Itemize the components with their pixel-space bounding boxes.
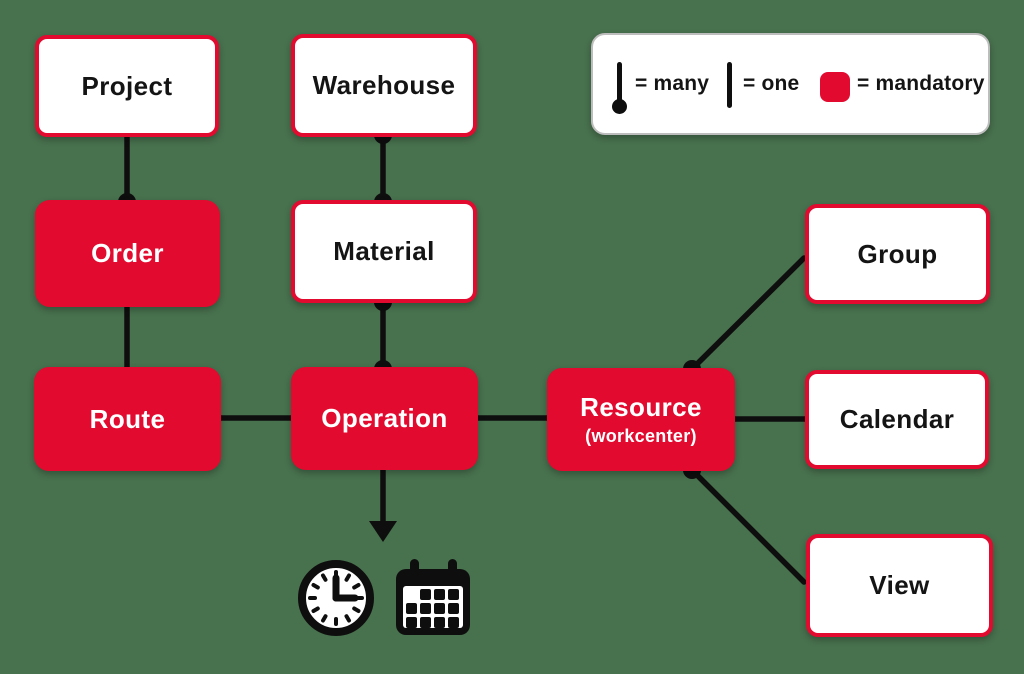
node-resource-label: Resource [580,392,702,422]
node-calendar-label: Calendar [839,404,955,434]
node-operation-label: Operation [321,403,448,433]
node-order: Order [35,200,220,307]
node-view: View [806,534,993,637]
node-warehouse-label: Warehouse [312,70,456,100]
node-project: Project [35,35,219,137]
node-resource: Resource (workcenter) [547,368,735,471]
node-resource-sublabel: (workcenter) [585,426,697,446]
node-group-label: Group [857,238,938,269]
node-material-label: Material [333,236,435,266]
many-symbol-icon [612,62,627,114]
clock-icon [298,560,374,636]
one-symbol-icon [727,62,732,108]
node-group: Group [805,204,990,304]
legend: = many = one = mandatory [591,33,990,135]
mandatory-symbol-icon [820,72,850,102]
node-view-label: View [869,570,930,600]
node-project-label: Project [81,70,173,101]
node-operation: Operation [291,367,478,470]
legend-mandatory-label: = mandatory [857,72,985,95]
node-material: Material [291,200,477,303]
node-route-label: Route [89,403,166,434]
node-route: Route [34,367,221,471]
node-warehouse: Warehouse [291,34,477,137]
arrowhead-down-icon [369,521,397,542]
node-order-label: Order [91,238,164,268]
calendar-icon [396,559,470,635]
node-calendar: Calendar [805,370,989,469]
edge-resource-view [689,467,807,585]
legend-one-label: = one [743,72,800,95]
edge-resource-group [689,255,807,372]
legend-many-label: = many [635,72,710,95]
